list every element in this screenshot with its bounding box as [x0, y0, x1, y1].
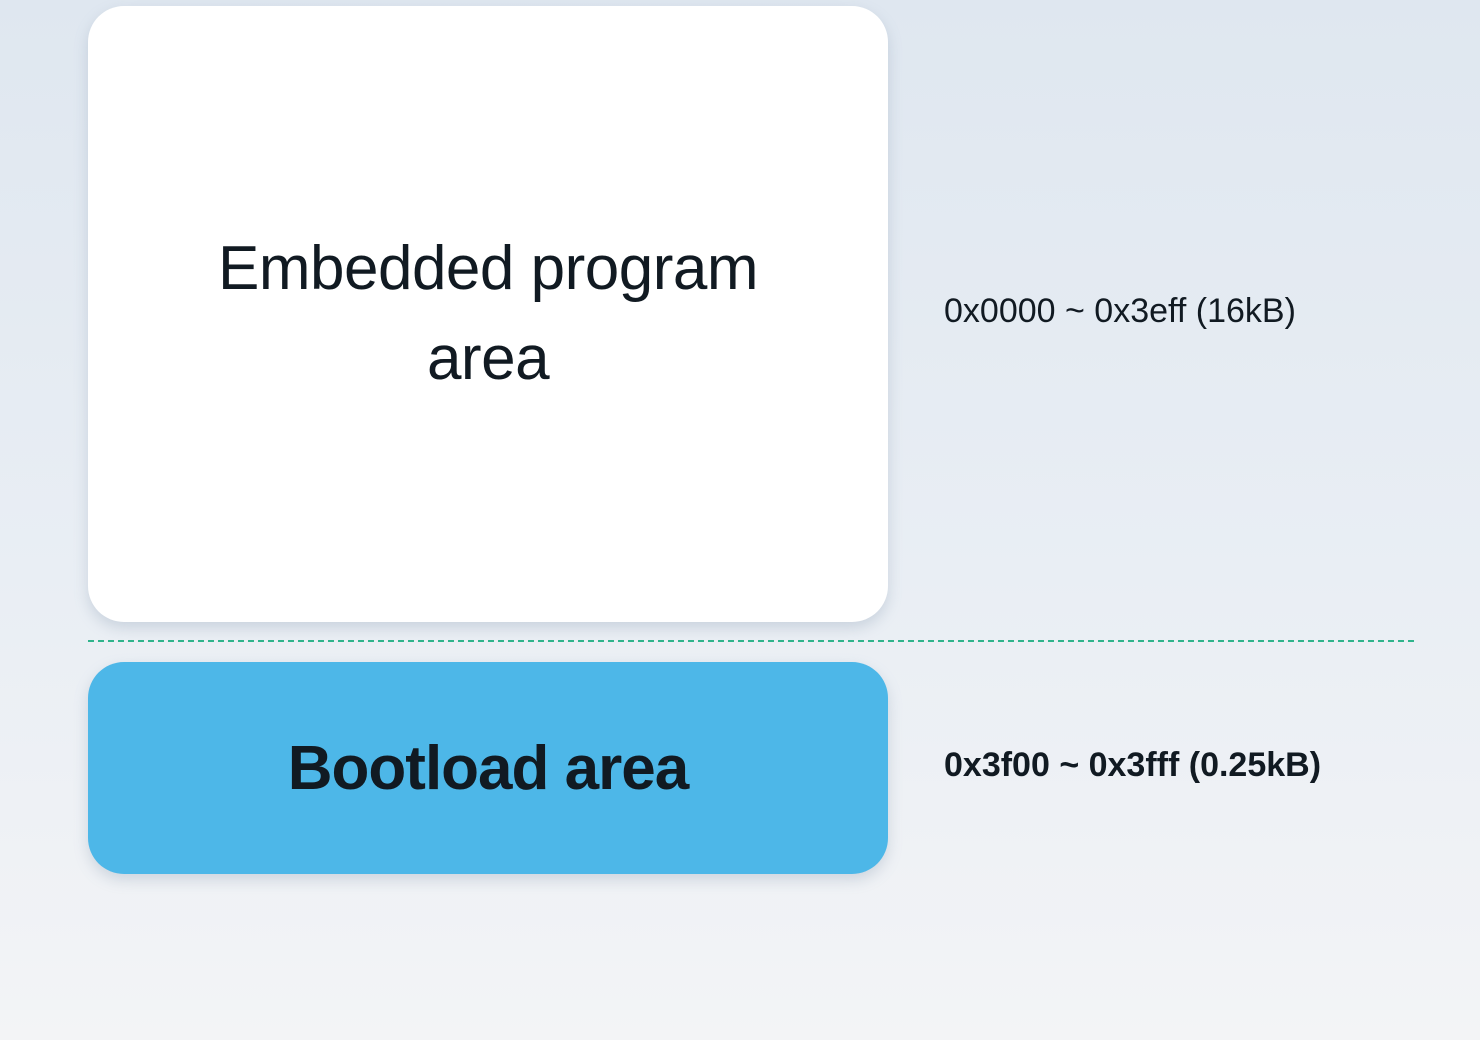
bootload-range-label: 0x3f00 ~ 0x3fff (0.25kB) — [944, 746, 1322, 784]
region-boundary-line — [88, 640, 1414, 642]
embedded-program-area-block: Embedded program area — [88, 6, 888, 622]
embedded-program-area-label: Embedded program area — [218, 234, 758, 393]
embedded-program-range-label: 0x0000 ~ 0x3eff (16kB) — [944, 292, 1296, 330]
bootload-area-block: Bootload area — [88, 662, 888, 874]
bootload-area-label: Bootload area — [287, 733, 689, 803]
